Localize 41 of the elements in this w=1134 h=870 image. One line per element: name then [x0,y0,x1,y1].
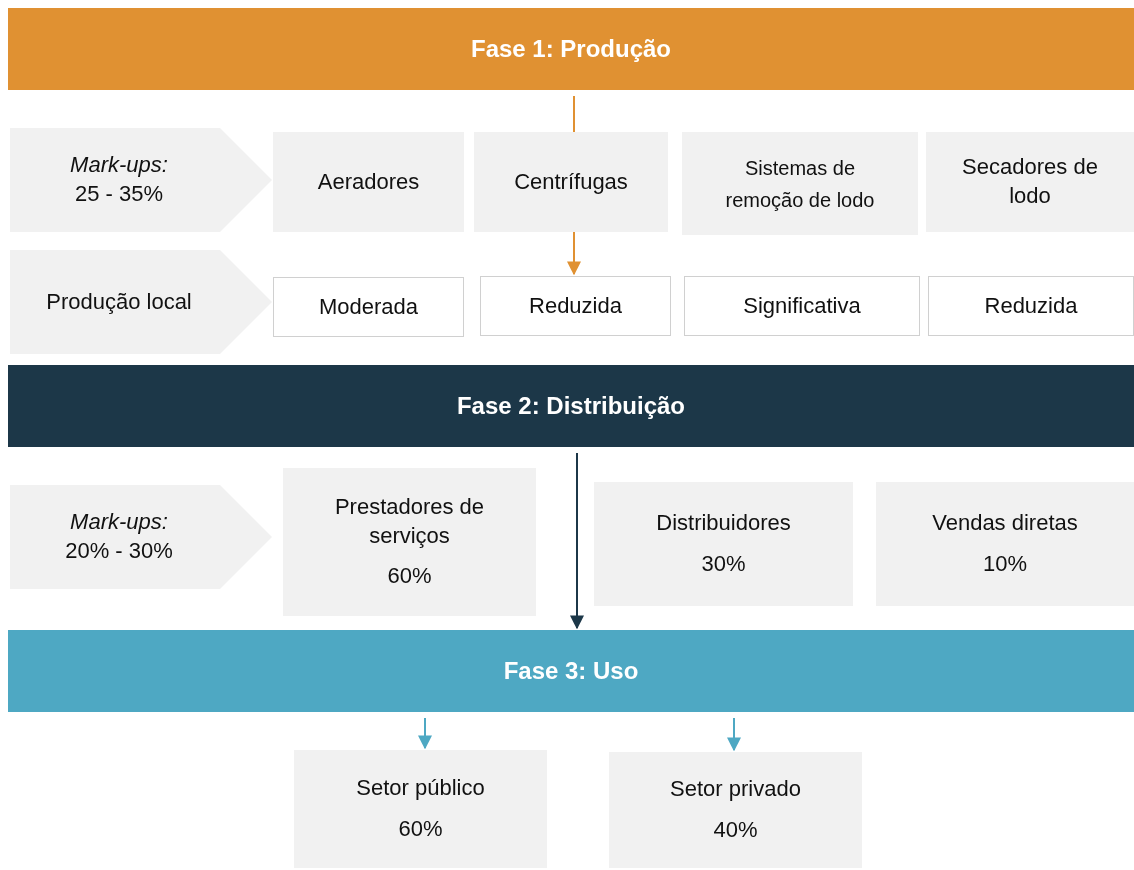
phase-title: Fase 1: Produção [470,34,672,65]
box-label: Sistemas de remoção de lodo [724,155,876,213]
arrow [570,452,584,630]
percentage-value: 30% [701,550,746,578]
box-label: Produção local [46,287,192,316]
chevron-label [10,250,272,354]
box-label: Aeradores [317,167,420,196]
percentage-value: 40% [713,816,758,844]
box-label: Vendas diretas [932,509,1078,538]
percentage-value: 60% [387,562,432,591]
box-label: Prestadores de serviços [333,493,486,550]
percentage-value: 10% [982,550,1027,578]
rating-box [273,277,464,337]
markup-range: 20% - 30% [65,537,173,565]
arrow [727,717,741,752]
arrow [418,717,432,750]
phase-title: Fase 3: Uso [503,656,639,687]
box-label: Significativa [743,291,861,320]
box-label: Secadores de lodo [961,153,1099,210]
markup-label: Mark-ups: [70,151,168,180]
rating-box [684,276,920,336]
phase-banner [8,8,1134,90]
box-label: Setor público [356,774,485,803]
category-box [474,132,668,232]
percentage-value: 60% [398,815,443,843]
box-label: Moderada [318,292,419,321]
phase-banner [8,365,1134,447]
box-label: Distribuidores [656,509,791,538]
box-label: Reduzida [529,291,622,320]
phase-banner [8,630,1134,712]
markup-range: 25 - 35% [74,180,164,208]
box-label: Setor privado [670,775,801,804]
markup-label: Mark-ups: [70,508,168,537]
rating-box [928,276,1134,336]
category-box [609,752,862,868]
phase-title: Fase 2: Distribuição [456,391,686,422]
arrow [567,231,581,276]
box-label: Centrífugas [514,167,628,196]
box-label: Reduzida [984,291,1078,320]
rating-box [480,276,671,336]
category-box [294,750,547,868]
